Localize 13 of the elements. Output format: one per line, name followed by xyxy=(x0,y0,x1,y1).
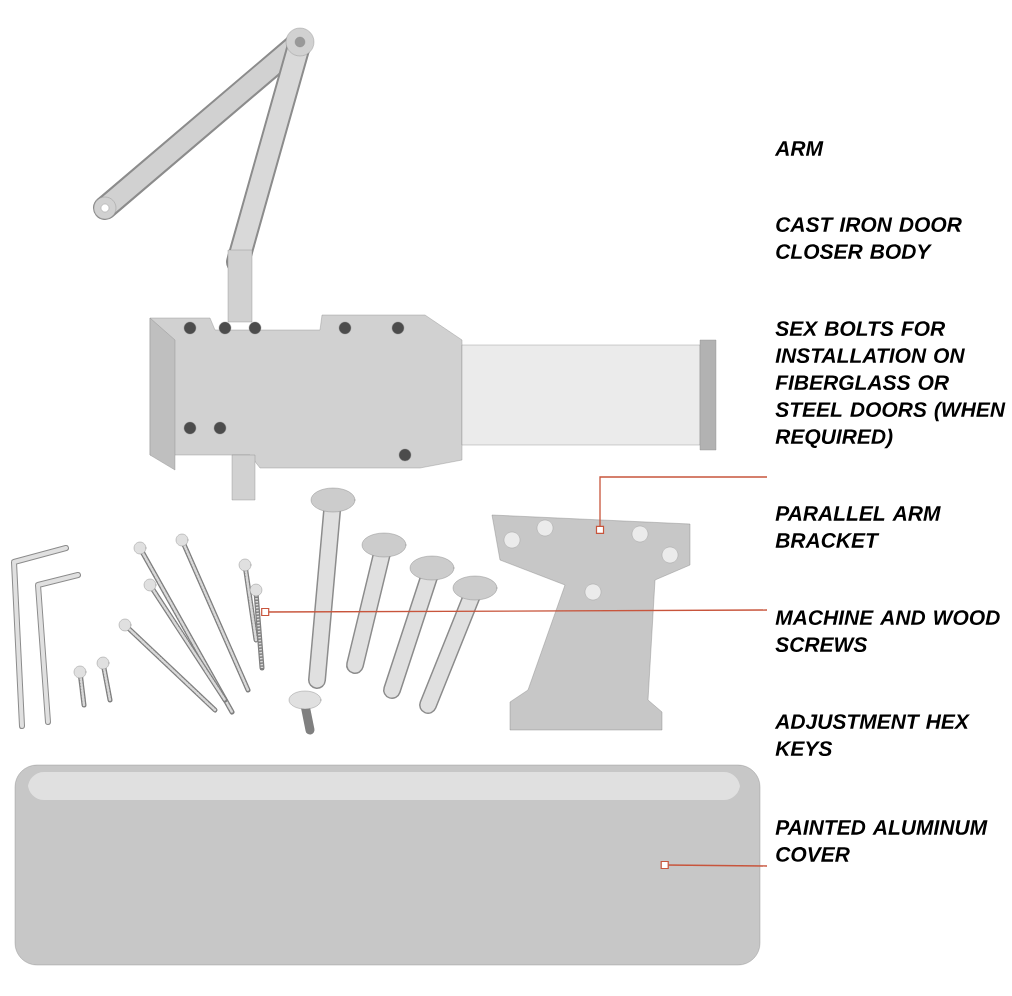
bracket-drawing xyxy=(491,514,691,731)
leader-line xyxy=(261,607,768,617)
callout-label: MACHINE AND WOOD SCREWS xyxy=(775,610,1000,653)
callout-label: PAINTED ALUMINUM COVER xyxy=(775,820,988,862)
part-label: SEX BOLTS FOR INSTALLATION ON FIBERGLASS OR STEEL DOORS (WHEN REQUIRED) xyxy=(775,321,1006,449)
part-label: ADJUSTMENT HEX KEYS xyxy=(774,714,970,757)
leader-line xyxy=(660,860,768,870)
callout-label: PARALLEL ARM BRACKET xyxy=(775,506,941,548)
leader-line xyxy=(595,476,768,534)
cover-drawing xyxy=(14,764,761,966)
part-label: ARM xyxy=(774,141,824,156)
part-label: CAST IRON DOOR CLOSER BODY xyxy=(776,217,962,260)
screw-drawing xyxy=(249,583,265,671)
